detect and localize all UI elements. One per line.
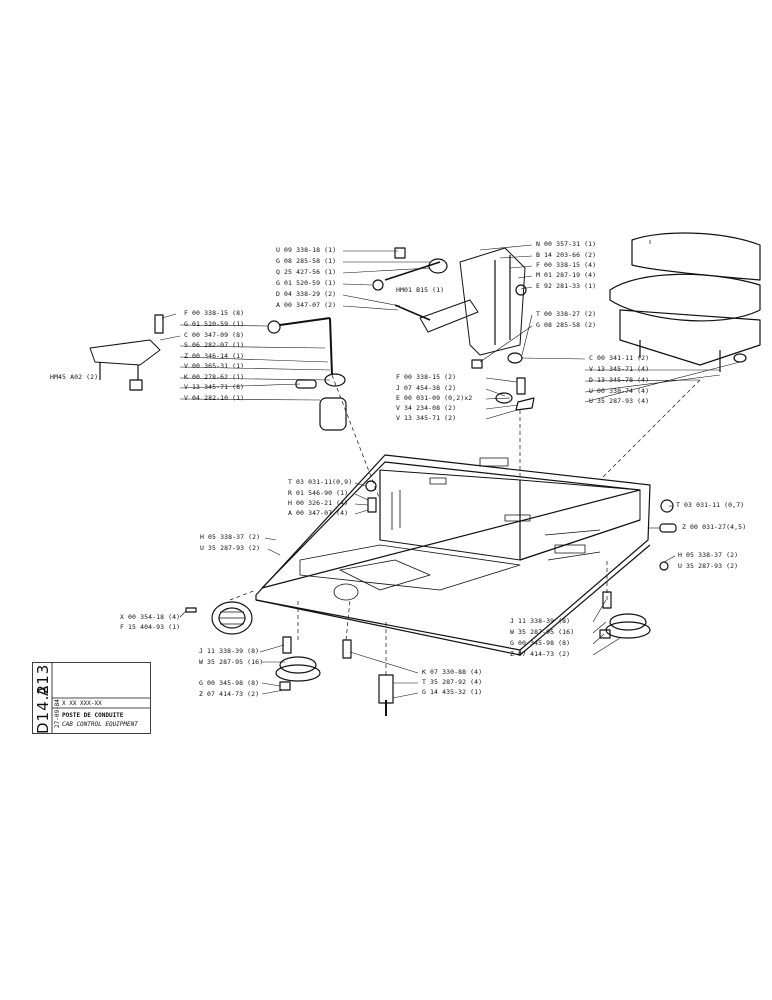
title-block-frame (32, 662, 151, 734)
part-label-g1443532: G 14 435-32 (1) (422, 688, 483, 696)
part-label-f1540493: F 15 404-93 (1) (120, 623, 181, 631)
part-label-v3423408: V 34 234-08 (2) (396, 404, 457, 412)
part-label-w3528795-left: W 35 287-95 (16) (199, 658, 264, 666)
part-label-k0027862: K 00 278-62 (1) (184, 373, 245, 381)
part-label-v1334571-seat: V 13 345-71 (4) (589, 365, 650, 373)
left-lever-assembly (89, 314, 347, 431)
part-label-g0152059: G 01 520-59 (1) (276, 279, 337, 287)
part-label-m0128719: M 01 287-19 (4) (536, 271, 597, 279)
bottom-mount-stud (342, 639, 394, 716)
title-block: A13 D14.2 27-09-84 X XX XXX-XX POSTE DE … (32, 662, 152, 734)
ref-label-hm01: HM01 B15 (1) (396, 286, 445, 294)
part-label-u0033874: U 00 338-74 (4) (589, 387, 650, 395)
part-label-c0034111: C 00 341-11 (2) (589, 354, 650, 362)
rubber-mount-left (275, 636, 321, 691)
part-label-b1420366: B 14 203-66 (2) (536, 251, 597, 259)
part-label-f0033815-left: F 00 338-15 (8) (184, 309, 245, 317)
drawing-date: 27-09-84 (54, 699, 61, 728)
ref-label-hm45: HM45 A02 (2) (50, 373, 99, 381)
part-label-v1334571-left: V 13 345-71 (8) (184, 383, 245, 391)
part-label-q2542756: Q 25 427-56 (1) (276, 268, 337, 276)
part-label-v0428210: V 04 282-10 (1) (184, 394, 245, 402)
part-label-z0034614: Z 00 346-14 (1) (184, 352, 245, 360)
part-label-g0828558-2: G 08 285-58 (2) (536, 321, 597, 329)
part-label-e9228133: E 92 281-33 (1) (536, 282, 597, 290)
part-label-r0154690: R 01 546-90 (1) (288, 489, 349, 497)
drawing-code-part2: D14.2 (34, 684, 52, 734)
part-label-u3528793-left: U 35 287-93 (2) (200, 544, 261, 552)
part-label-g0034598-left: G 00 345-98 (8) (199, 679, 260, 687)
rubber-mount-right (599, 591, 651, 639)
assembly-guide-lines (229, 240, 701, 675)
part-label-a0034707-center: A 00 347-07 (4) (288, 509, 349, 517)
part-label-z0741473-right: Z 07 414-73 (2) (510, 650, 571, 658)
part-label-x0035418: X 00 354-18 (4) (120, 613, 181, 621)
part-label-s0628207: S 06 282-07 (1) (184, 341, 245, 349)
center-pedal-parts (495, 377, 535, 411)
part-label-f0033815: F 00 338-15 (4) (536, 261, 597, 269)
part-label-n0035731: N 00 357-31 (1) (536, 240, 597, 248)
part-label-t0303111: T 03 031-11(0,9) (288, 478, 353, 486)
part-label-u3528793-right: U 35 287-93 (2) (678, 562, 739, 570)
title-french: POSTE DE CONDUITE (62, 712, 124, 719)
part-label-a0034707: A 00 347-07 (2) (276, 301, 337, 309)
part-label-h0032621: H 00 326-21 (4) (288, 499, 349, 507)
part-label-u0933818: U 09 338-18 (1) (276, 246, 337, 254)
title-english: CAB CONTROL EQUIPMENT (62, 721, 138, 728)
part-label-h0533837-right: H 05 338-37 (2) (678, 551, 739, 559)
part-label-c0034709: C 00 347-09 (8) (184, 331, 245, 339)
part-label-j1133839-left: J 11 338-39 (8) (199, 647, 260, 655)
drawing-ref: X XX XXX-XX (62, 700, 102, 707)
upper-linkage-assembly (372, 247, 527, 369)
part-label-j1133839-right: J 11 338-39 (8) (510, 617, 571, 625)
part-label-e0003109: E 00 031-09 (0,2)x2 (396, 394, 473, 402)
center-left-parts (365, 480, 377, 513)
part-label-j0745438: J 07 454-38 (2) (396, 384, 457, 392)
part-label-v0036531: V 00 365-31 (1) (184, 362, 245, 370)
part-label-d0433829: D 04 338-29 (2) (276, 290, 337, 298)
part-label-d1334578: D 13 345-78 (4) (589, 376, 650, 384)
part-label-k0733088: K 07 330-88 (4) (422, 668, 483, 676)
part-label-t0033827: T 00 338-27 (2) (536, 310, 597, 318)
part-label-v1334571-center: V 13 345-71 (2) (396, 414, 457, 422)
part-label-z0741473-left: Z 07 414-73 (2) (199, 690, 260, 698)
part-label-w3528795-right: W 35 287-95 (16) (510, 628, 575, 636)
part-label-f0033815-center: F 00 338-15 (2) (396, 373, 457, 381)
part-label-h0533837-left: H 05 338-37 (2) (200, 533, 261, 541)
part-label-g0828558: G 08 285-58 (1) (276, 257, 337, 265)
part-label-g0034598-right: G 00 345-98 (8) (510, 639, 571, 647)
part-label-t3528792: T 35 287-92 (4) (422, 678, 483, 686)
operator-seat (609, 232, 761, 372)
part-label-z0003127: Z 00 031-27(4,5) (682, 523, 747, 531)
part-label-u3528793-seat: U 35 287-93 (4) (589, 397, 650, 405)
leader-lines (159, 244, 741, 699)
part-label-t0303111-right: T 03 031-11 (0,7) (676, 501, 745, 509)
part-label-g0152059-left: G 01 520-59 (1) (184, 320, 245, 328)
vent-grille (185, 601, 253, 635)
